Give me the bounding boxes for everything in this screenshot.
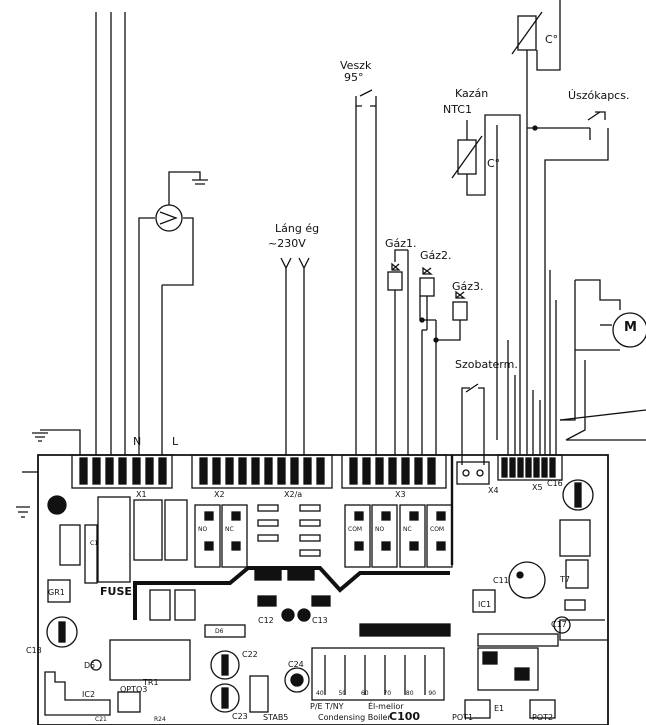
- condensing-label: Condensing Boiler: [318, 713, 391, 722]
- c22-label: C22: [242, 650, 258, 659]
- gaz2-label: Gáz2.: [420, 249, 452, 262]
- ntc1-unit-label: C°: [487, 157, 501, 170]
- scale-80: 80: [405, 690, 414, 697]
- tr1-label: TR1: [143, 678, 159, 687]
- c16-label: C16: [547, 479, 563, 488]
- pot1-label: POT1: [452, 713, 474, 722]
- scale-row: 40 50 60 70 80 90: [316, 690, 436, 697]
- r24-label: R24: [154, 716, 166, 723]
- scale-90: 90: [428, 690, 436, 697]
- x1-label: X1: [136, 490, 147, 499]
- scale-50: 50: [338, 690, 347, 697]
- opto3-label: OPTO3: [120, 685, 148, 694]
- pot2-label: POT2: [532, 713, 554, 722]
- relay4-no-label: NO: [375, 526, 385, 533]
- stab5-label: STAB5: [263, 713, 289, 722]
- veszk-label: Veszk: [340, 59, 372, 72]
- ntc1-label: NTC1: [443, 103, 472, 116]
- relay6-com-label: COM: [430, 526, 445, 533]
- d6-label: D6: [215, 628, 224, 635]
- ic2-label: IC2: [82, 690, 96, 699]
- e1-label: E1: [494, 704, 505, 713]
- c12-label: C12: [258, 616, 274, 625]
- kazan-label: Kazán: [455, 87, 489, 100]
- t7-label: T7: [560, 575, 570, 584]
- x2-label: X2: [214, 490, 225, 499]
- el-melior-label: Él-melior: [368, 702, 404, 711]
- motor-label: M: [624, 320, 637, 335]
- c24-label: C24: [288, 660, 304, 669]
- ic1-label: IC1: [478, 600, 492, 609]
- c13-label: C13: [312, 616, 328, 625]
- pe-tny-label: P/E T/NY: [310, 702, 344, 711]
- gr1-label: GR1: [48, 588, 65, 597]
- scale-40: 40: [316, 690, 324, 697]
- c21-label: C21: [95, 716, 107, 723]
- lang-eg-label: Láng ég: [275, 222, 320, 235]
- c11-label: C11: [493, 576, 509, 585]
- x5-label: X5: [532, 483, 543, 492]
- veszk-temp-label: 95°: [344, 71, 364, 84]
- c17-label: C17: [551, 620, 567, 629]
- ntc-top-unit-label: C°: [545, 33, 559, 46]
- scale-60: 60: [360, 690, 369, 697]
- relay5-nc-label: NC: [403, 526, 412, 533]
- x3-label: X3: [395, 490, 406, 499]
- model-label: C100: [389, 710, 421, 723]
- gaz1-label: Gáz1.: [385, 237, 417, 250]
- uszokapcs-label: Úszókapcs.: [568, 89, 630, 102]
- c1-label: C1: [90, 540, 99, 547]
- c23-label: C23: [232, 712, 248, 721]
- relay1-no-label: NO: [198, 526, 208, 533]
- szobaterm-label: Szobaterm.: [455, 358, 518, 371]
- fuse-label: FUSE: [100, 585, 132, 598]
- neutral-label: N: [133, 435, 142, 448]
- x2a-label: X2/a: [284, 490, 303, 499]
- x4-label: X4: [488, 486, 499, 495]
- gaz3-label: Gáz3.: [452, 280, 484, 293]
- d5-label: D5: [84, 661, 96, 670]
- c18-label: C18: [26, 646, 42, 655]
- scale-70: 70: [383, 690, 392, 697]
- voltage-label: ~230V: [268, 237, 306, 250]
- relay2-nc-label: NC: [225, 526, 234, 533]
- relay3-com-label: COM: [348, 526, 363, 533]
- line-label: L: [172, 435, 179, 448]
